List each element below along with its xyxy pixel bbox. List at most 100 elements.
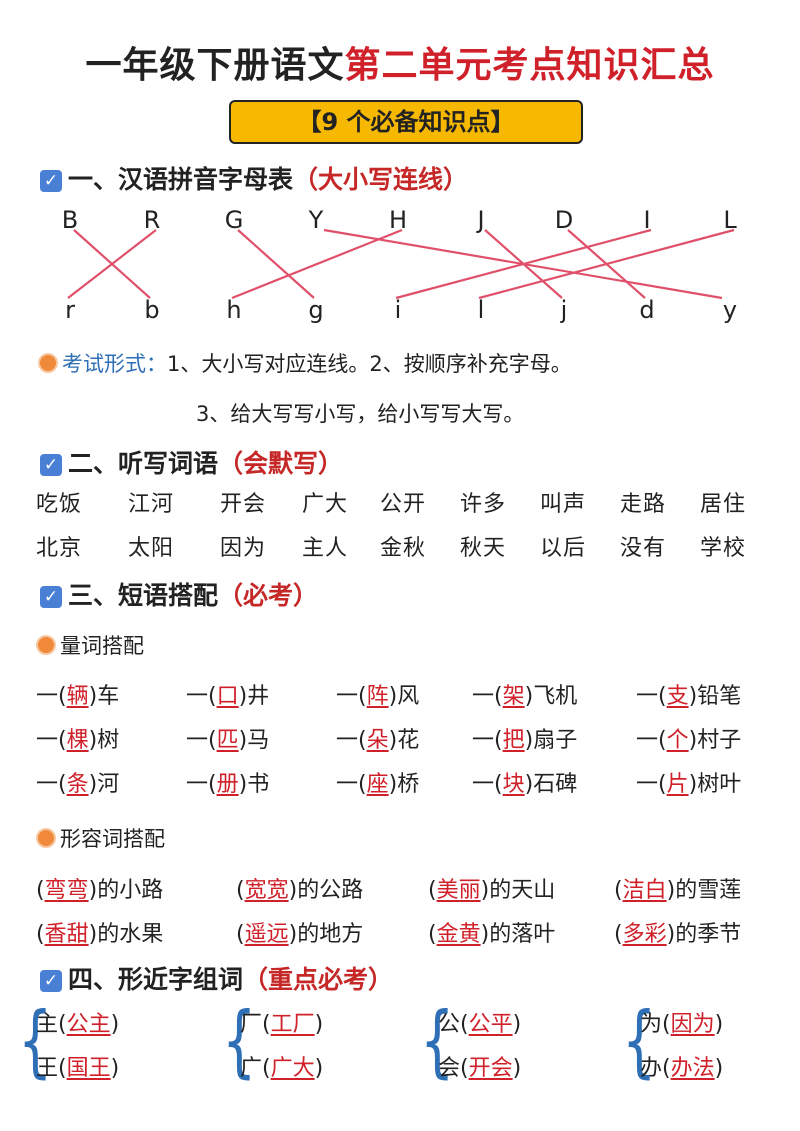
uppercase-letter: D [554,206,574,234]
dictation-word: 金秋 [380,536,427,561]
adjective-item: (弯弯)的小路 [36,878,164,903]
dictation-word: 吃饭 [36,492,83,517]
checkbox-icon: ✓ [40,586,62,608]
uppercase-letter: Y [308,206,324,234]
similar-character-item: 公(公平) [438,1012,522,1037]
adjective-answer: 洁白 [622,878,667,903]
measure-word-item: 一(片)树叶 [636,772,742,797]
lowercase-letter: h [226,296,242,324]
section-2-heading: ✓二、听写词语（会默写） [40,444,343,480]
measure-answer: 匹 [216,728,239,753]
similar-character-item: 会(开会) [438,1056,522,1081]
measure-answer: 阵 [366,684,389,709]
adjective-phrase: 的落叶 [489,922,556,947]
adjective-label: 形容词搭配 [36,823,165,853]
dictation-word: 居住 [700,492,747,517]
base-character: 办 [640,1056,663,1081]
measure-answer: 辆 [66,684,89,709]
measure-noun: 树叶 [697,772,742,797]
measure-answer: 块 [502,772,525,797]
adjective-item: (香甜)的水果 [36,922,164,947]
adjective-answer: 弯弯 [44,878,89,903]
measure-answer: 座 [366,772,389,797]
base-character: 厂 [240,1012,263,1037]
lowercase-letter: i [394,296,402,324]
measure-word-item: 一(口)井 [186,684,270,709]
similar-character-item: 厂(工厂) [240,1012,324,1037]
base-character: 会 [438,1056,461,1081]
measure-word-item: 一(支)铅笔 [636,684,742,709]
dictation-word: 江河 [128,492,175,517]
left-brace-icon: { [420,994,455,1087]
measure-noun: 井 [247,684,270,709]
uppercase-letter: I [643,206,651,234]
uppercase-letter: G [224,206,244,234]
measure-word-item: 一(条)河 [36,772,120,797]
base-character: 王 [36,1056,59,1081]
base-character: 公 [438,1012,461,1037]
checkbox-icon: ✓ [40,454,62,476]
match-line [395,228,652,300]
uppercase-letter: R [143,206,161,234]
section-1-heading: ✓一、汉语拼音字母表（大小写连线） [40,160,468,196]
measure-noun: 扇子 [533,728,578,753]
bullet-dot-icon [36,635,56,655]
base-character: 为 [640,1012,663,1037]
similar-character-item: 广(广大) [240,1056,324,1081]
left-brace-icon: { [222,994,257,1087]
compound-word-answer: 因为 [670,1012,715,1037]
measure-word-label: 量词搭配 [36,630,144,660]
measure-word-item: 一(匹)马 [186,728,270,753]
checkbox-icon: ✓ [40,970,62,992]
left-brace-icon: { [622,994,657,1087]
measure-answer: 架 [502,684,525,709]
base-character: 主 [36,1012,59,1037]
checkbox-icon: ✓ [40,170,62,192]
match-line [67,229,157,299]
measure-answer: 把 [502,728,525,753]
similar-character-item: 为(因为) [640,1012,724,1037]
measure-word-item: 一(座)桥 [336,772,420,797]
adjective-phrase: 的公路 [297,878,364,903]
similar-character-item: 主(公主) [36,1012,120,1037]
measure-answer: 棵 [66,728,89,753]
uppercase-letter: B [61,206,79,234]
measure-answer: 条 [66,772,89,797]
measure-noun: 石碑 [533,772,578,797]
dictation-word: 公开 [380,492,427,517]
compound-word-answer: 公主 [66,1012,111,1037]
lowercase-letter: l [477,296,485,324]
lowercase-letter: g [308,296,324,324]
left-brace-icon: { [18,994,53,1087]
measure-noun: 书 [247,772,270,797]
measure-answer: 口 [216,684,239,709]
lowercase-letter: j [560,296,568,324]
adjective-answer: 美丽 [436,878,481,903]
measure-noun: 村子 [697,728,742,753]
adjective-phrase: 的天山 [489,878,556,903]
adjective-answer: 多彩 [622,922,667,947]
adjective-item: (宽宽)的公路 [236,878,364,903]
page-title: 一年级下册语文第二单元考点知识汇总 [85,45,715,86]
measure-word-item: 一(阵)风 [336,684,420,709]
adjective-item: (多彩)的季节 [614,922,742,947]
dictation-word: 叫声 [540,492,587,517]
measure-word-item: 一(册)书 [186,772,270,797]
measure-word-item: 一(块)石碑 [472,772,578,797]
adjective-item: (金黄)的落叶 [428,922,556,947]
measure-word-item: 一(个)村子 [636,728,742,753]
dictation-word: 主人 [302,536,349,561]
measure-noun: 车 [97,684,120,709]
uppercase-letter: H [388,206,408,234]
dictation-word: 秋天 [460,536,507,561]
dictation-word: 开会 [220,492,267,517]
measure-word-item: 一(把)扇子 [472,728,578,753]
adjective-phrase: 的地方 [297,922,364,947]
lowercase-letter: r [65,296,75,324]
dictation-word: 以后 [540,536,587,561]
exam-format-line-1: 考试形式：1、大小写对应连线。2、按顺序补充字母。 [38,348,572,378]
measure-noun: 花 [397,728,420,753]
adjective-item: (洁白)的雪莲 [614,878,742,903]
similar-character-item: 办(办法) [640,1056,724,1081]
adjective-phrase: 的小路 [97,878,164,903]
